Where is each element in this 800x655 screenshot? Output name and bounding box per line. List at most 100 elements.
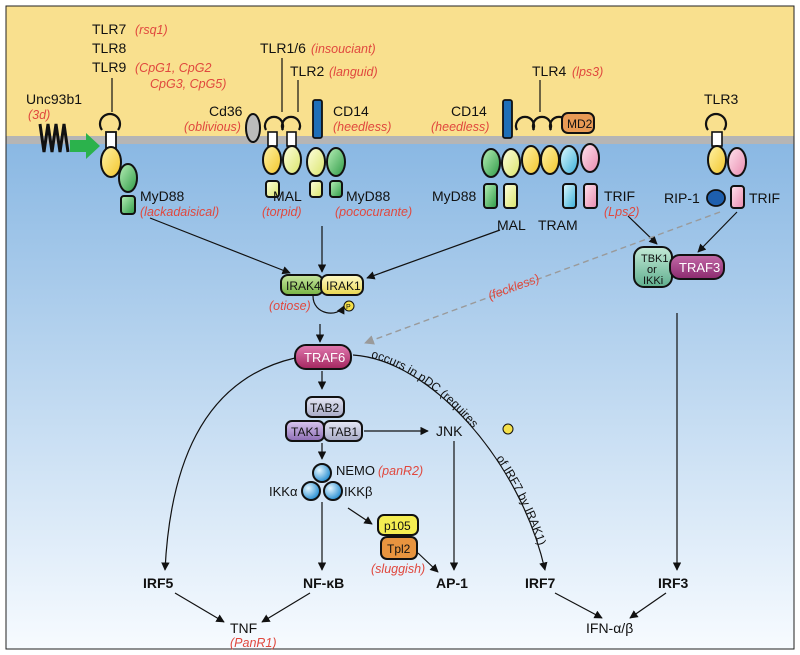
myd88-a-label: MyD88 [140,188,185,204]
irak1-label: IRAK1 [326,279,361,293]
tlr16-label: TLR1/6 [260,40,306,56]
ikkb-icon [323,481,343,501]
tpl2-label: Tpl2 [387,542,411,556]
tlr4-label: TLR4 [532,63,566,79]
trif-a-label: TRIF [604,188,635,204]
tram-label: TRAM [538,217,578,233]
extracellular-region [6,6,794,138]
ikka-label: IKKα [269,484,298,499]
ikka-icon [301,481,321,501]
tlr4-receptor-icon [514,115,570,175]
cd14-b-label: CD14 [451,103,487,119]
unc93b1-trafficking-arrow-icon [70,133,100,159]
arrow-ikk-to-p105 [347,507,373,525]
arrow-nfkb-to-tnf [261,592,311,623]
unc93b1-mutant: (3d) [28,108,50,122]
arrow-tlr3-trif-to-traf3 [697,211,738,253]
mal-b-label: MAL [497,217,526,233]
arrow-irf3-to-ifn [629,592,667,619]
tlr4-mutant: (lps3) [572,65,603,79]
arrow-tpl2-to-ap1 [417,552,439,573]
nemo-label: NEMO [336,463,375,478]
tpl2-node [380,536,418,560]
tnf-label: TNF [230,620,257,636]
tlr3-label: TLR3 [704,91,738,107]
pdc-arrow-to-irf7 [352,354,548,571]
irak1-node [320,274,364,296]
tlr3-receptor-icon [704,112,747,209]
traf3-node [669,254,725,280]
cd14-a-label: CD14 [333,103,369,119]
cd36-receptor-icon [245,113,261,143]
tlr7-mutant: (rsq1) [135,23,168,37]
feckless-dashed-arrow [364,211,721,345]
arrow-trif-to-tbk1 [627,215,658,245]
myd88-c-label: MyD88 [432,188,477,204]
ifn-label: IFN-α/β [586,620,633,636]
irak-mutant: (otiose) [269,299,311,313]
membrane-line [6,136,794,144]
irak4-label: IRAK4 [286,279,321,293]
cd14-a-receptor-icon [312,99,323,139]
mal-a-mutant: (torpid) [262,205,302,219]
tak1-label: TAK1 [291,425,320,439]
md2-icon [561,112,595,134]
nfkb-label: NF-κB [303,575,344,591]
tbk1-label: TBK1 [641,253,669,265]
tbk1-or-label: or [647,264,657,276]
tlr8-label: TLR8 [92,40,126,56]
mal-a-label: MAL [273,188,302,204]
myd88-c-icon [481,148,521,209]
traf6-node [294,344,352,370]
md2-label: MD2 [567,117,593,131]
tlr9-label: TLR9 [92,59,126,75]
p105-label: p105 [384,519,411,533]
myd88-b-mutant: (pococurante) [335,205,412,219]
cd14-b-receptor-icon [502,99,513,139]
tlr2-receptor-icon [262,115,302,198]
tlr16-mutant: (insouciant) [311,42,376,56]
rip1-icon [706,189,726,207]
ikki-label: IKKi [643,275,663,287]
tram-trif-icon [559,143,600,209]
cd14-b-mutant: (heedless) [431,120,489,134]
tlr2-mutant: (languid) [329,65,378,79]
tlr7-label: TLR7 [92,21,126,37]
unc93b1-transmembrane-icon [38,123,70,153]
tab2-label: TAB2 [310,401,339,415]
myd88-b-label: MyD88 [346,188,391,204]
arrow-tlr4-myd88-to-irak [366,229,501,280]
arrow-irf7-to-ifn [554,592,603,619]
tab1-label: TAB1 [329,425,358,439]
tlr2-label: TLR2 [290,63,324,79]
nemo-mutant: (panR2) [378,464,423,478]
irak1-phospho-icon [343,300,355,312]
tpl2-mutant: (sluggish) [371,562,425,576]
arrow-traf6-to-irf5 [161,357,296,571]
irf7-label: IRF7 [525,575,556,591]
nemo-icon [312,463,332,483]
cd36-label: Cd36 [209,103,243,119]
cd36-mutant: (oblivious) [184,120,241,134]
arrow-irf5-to-tnf [174,592,225,623]
irak-phosphorylation-arrow [312,295,345,315]
jnk-label: JNK [436,423,463,439]
tab2-node [305,396,345,418]
tab1-node [323,420,363,442]
irak1-phospho-label: P [346,304,351,311]
figure-frame [5,5,795,650]
tlr9-receptor-icon [98,112,138,215]
arrow-myd88-to-irak [149,217,291,275]
cytoplasm-region [6,144,794,649]
trif-b-label: TRIF [749,190,780,206]
traf3-label: TRAF3 [679,260,720,275]
trif-a-mutant: (Lps2) [604,205,639,219]
tlr9-mutant-1: (CpG1, CpG2 [135,61,211,75]
p105-node [377,514,419,536]
irf7-phospho-icon [502,423,514,435]
rip1-label: RIP-1 [664,190,700,206]
tlr9-mutant-2: CpG3, CpG5) [150,77,226,91]
myd88-b-icon [306,147,346,198]
ap1-label: AP-1 [436,575,468,591]
